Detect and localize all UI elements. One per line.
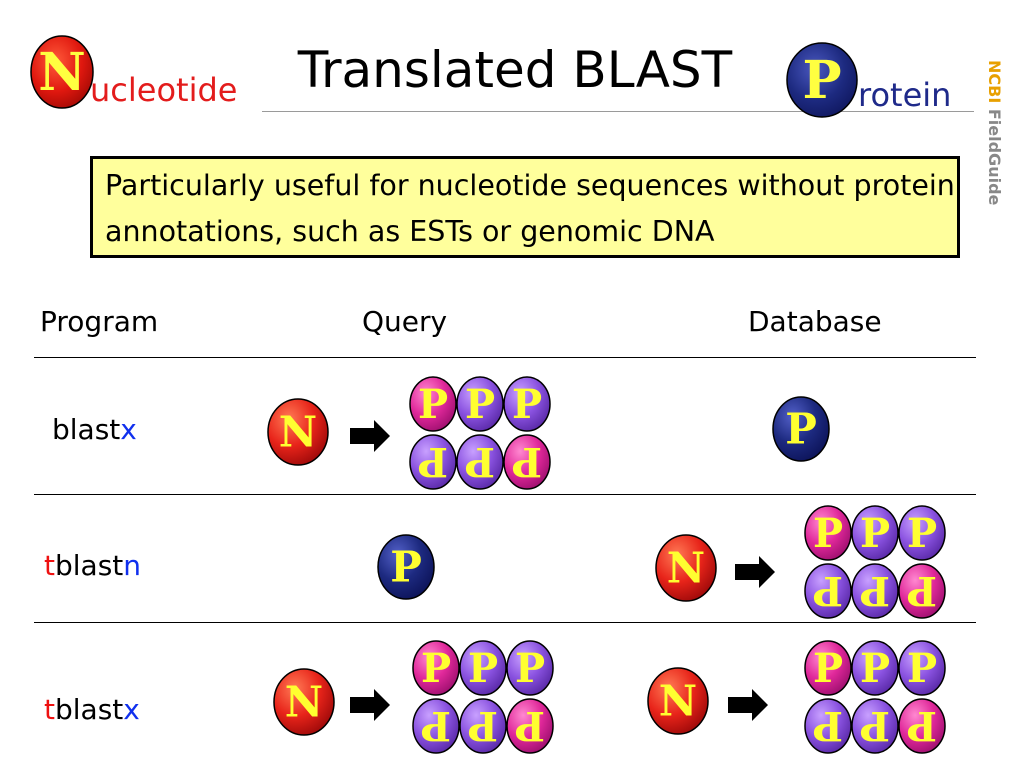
svg-text:N: N <box>667 544 705 593</box>
arrow-icon <box>350 420 390 452</box>
svg-text:P: P <box>860 567 890 614</box>
protein-frame-forward: P <box>503 376 551 432</box>
protein-frame-forward: P <box>898 640 946 696</box>
program-name-tblastn: tblastn <box>44 549 142 582</box>
protein-frame-reverse: P <box>506 698 554 754</box>
protein-frame-forward: P <box>412 640 460 696</box>
svg-text:P: P <box>813 645 843 692</box>
svg-text:P: P <box>907 645 937 692</box>
protein-label: rotein <box>858 76 952 114</box>
program-name-tblastx: tblastx <box>44 693 140 726</box>
protein-icon: P <box>772 396 830 462</box>
svg-text:P: P <box>390 543 422 592</box>
protein-frame-reverse: P <box>459 698 507 754</box>
nucleotide-icon: N <box>267 398 329 466</box>
arrow-icon <box>350 689 390 721</box>
protein-frame-forward: P <box>851 640 899 696</box>
svg-text:P: P <box>813 510 843 557</box>
protein-frame-reverse: P <box>898 698 946 754</box>
svg-text:P: P <box>802 50 841 111</box>
svg-text:P: P <box>468 645 498 692</box>
usage-note: Particularly useful for nucleotide seque… <box>90 156 960 258</box>
protein-frame-reverse: P <box>851 698 899 754</box>
page-title: Translated BLAST <box>297 41 733 99</box>
nucleotide-label: ucleotide <box>90 71 238 109</box>
svg-text:P: P <box>468 702 498 749</box>
table-divider <box>34 622 976 623</box>
svg-text:P: P <box>465 381 495 428</box>
nucleotide-badge-icon: N <box>30 35 94 109</box>
svg-text:P: P <box>515 702 545 749</box>
svg-text:N: N <box>285 678 323 727</box>
arrow-icon <box>728 689 768 721</box>
protein-frame-forward: P <box>898 505 946 561</box>
protein-frame-reverse: P <box>409 434 457 490</box>
protein-frame-reverse: P <box>503 434 551 490</box>
protein-badge-icon: P <box>786 42 858 118</box>
arrow-icon <box>735 556 775 588</box>
svg-text:P: P <box>418 438 448 485</box>
protein-frame-forward: P <box>456 376 504 432</box>
svg-text:P: P <box>813 702 843 749</box>
svg-text:N: N <box>279 408 317 457</box>
svg-text:P: P <box>512 438 542 485</box>
table-divider <box>34 494 976 495</box>
svg-text:P: P <box>418 381 448 428</box>
table-divider <box>34 357 976 358</box>
protein-frame-forward: P <box>506 640 554 696</box>
svg-text:P: P <box>907 510 937 557</box>
protein-frame-forward: P <box>804 505 852 561</box>
program-name-blastx: blastx <box>52 413 137 446</box>
svg-text:P: P <box>421 702 451 749</box>
protein-frame-forward: P <box>409 376 457 432</box>
program-column-header: Program <box>40 305 159 338</box>
protein-frame-reverse: P <box>804 698 852 754</box>
header-divider <box>262 111 974 112</box>
svg-text:P: P <box>785 405 817 454</box>
svg-text:P: P <box>860 510 890 557</box>
svg-text:P: P <box>907 702 937 749</box>
svg-text:P: P <box>465 438 495 485</box>
svg-text:P: P <box>860 702 890 749</box>
svg-text:P: P <box>421 645 451 692</box>
protein-frame-forward: P <box>851 505 899 561</box>
svg-text:P: P <box>813 567 843 614</box>
svg-text:P: P <box>512 381 542 428</box>
nucleotide-icon: N <box>655 534 717 602</box>
protein-frame-reverse: P <box>412 698 460 754</box>
protein-frame-reverse: P <box>804 563 852 619</box>
protein-frame-forward: P <box>459 640 507 696</box>
protein-frame-reverse: P <box>898 563 946 619</box>
protein-icon: P <box>377 534 435 600</box>
svg-text:N: N <box>659 677 697 726</box>
ncbi-fieldguide-watermark: NCBI FieldGuide <box>985 60 1004 206</box>
nucleotide-icon: N <box>273 668 335 736</box>
query-column-header: Query <box>362 305 448 338</box>
svg-text:P: P <box>515 645 545 692</box>
protein-frame-reverse: P <box>851 563 899 619</box>
protein-frame-reverse: P <box>456 434 504 490</box>
nucleotide-icon: N <box>647 667 709 735</box>
svg-text:N: N <box>38 42 86 103</box>
database-column-header: Database <box>748 305 882 338</box>
svg-text:P: P <box>907 567 937 614</box>
protein-frame-forward: P <box>804 640 852 696</box>
svg-text:P: P <box>860 645 890 692</box>
